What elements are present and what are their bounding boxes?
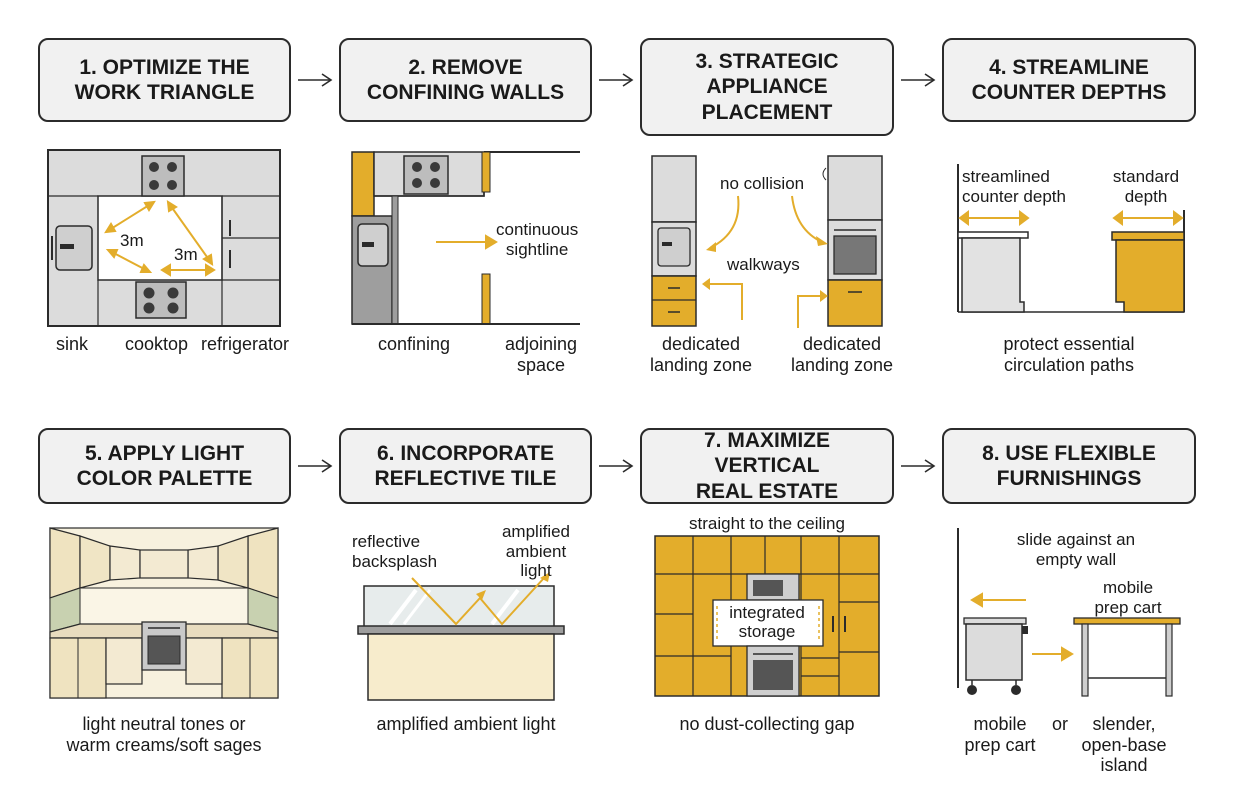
refrigerator-label: refrigerator (201, 334, 290, 354)
no-collision-label: no collision (720, 174, 805, 193)
distance-label-b: 3m (174, 245, 198, 264)
sink-label: sink (56, 334, 89, 354)
ceiling-label: straight to the ceiling (689, 514, 845, 533)
cooktop-label: cooktop (125, 334, 189, 354)
arrow-right-icon (901, 459, 936, 473)
walkways-label: walkways (727, 255, 800, 274)
light-palette-kitchen-illustration (49, 527, 279, 699)
work-triangle-illustration (47, 149, 281, 327)
sink-icon (51, 225, 93, 271)
cooktop-icon (403, 155, 449, 195)
or-label: or (1051, 714, 1069, 734)
flexible-furnishings-illustration (957, 528, 1181, 697)
arrow-right-icon (901, 73, 936, 87)
vertical-caption: no dust-collecting gap (679, 714, 855, 734)
reflective-caption: amplified ambient light (376, 714, 556, 734)
confining-label: confining (378, 334, 451, 354)
sink-icon (357, 223, 389, 267)
vertical-storage-illustration (654, 535, 880, 697)
counter-depths-illustration (957, 164, 1185, 313)
arrow-right-icon (599, 459, 634, 473)
distance-label-a: 3m (120, 231, 144, 250)
arrow-right-icon (599, 73, 634, 87)
confining-walls-illustration (351, 151, 580, 325)
reflective-tile-illustration (357, 572, 565, 701)
cooktop-icon (141, 155, 185, 197)
cooktop-icon (135, 281, 187, 319)
arrow-right-icon (298, 73, 333, 87)
arrow-right-icon (298, 459, 333, 473)
appliance-placement-illustration (651, 155, 883, 328)
